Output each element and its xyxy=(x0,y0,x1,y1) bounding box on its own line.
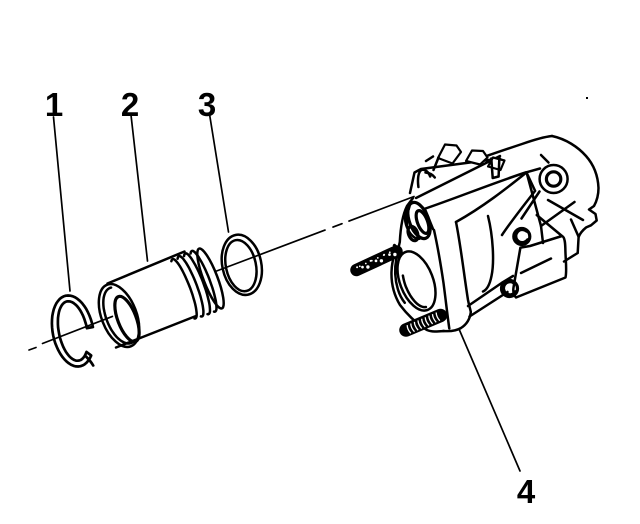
svg-text:2: 2 xyxy=(121,86,139,123)
svg-text:3: 3 xyxy=(198,86,216,123)
svg-text:1: 1 xyxy=(45,86,63,123)
svg-text:4: 4 xyxy=(517,473,536,510)
